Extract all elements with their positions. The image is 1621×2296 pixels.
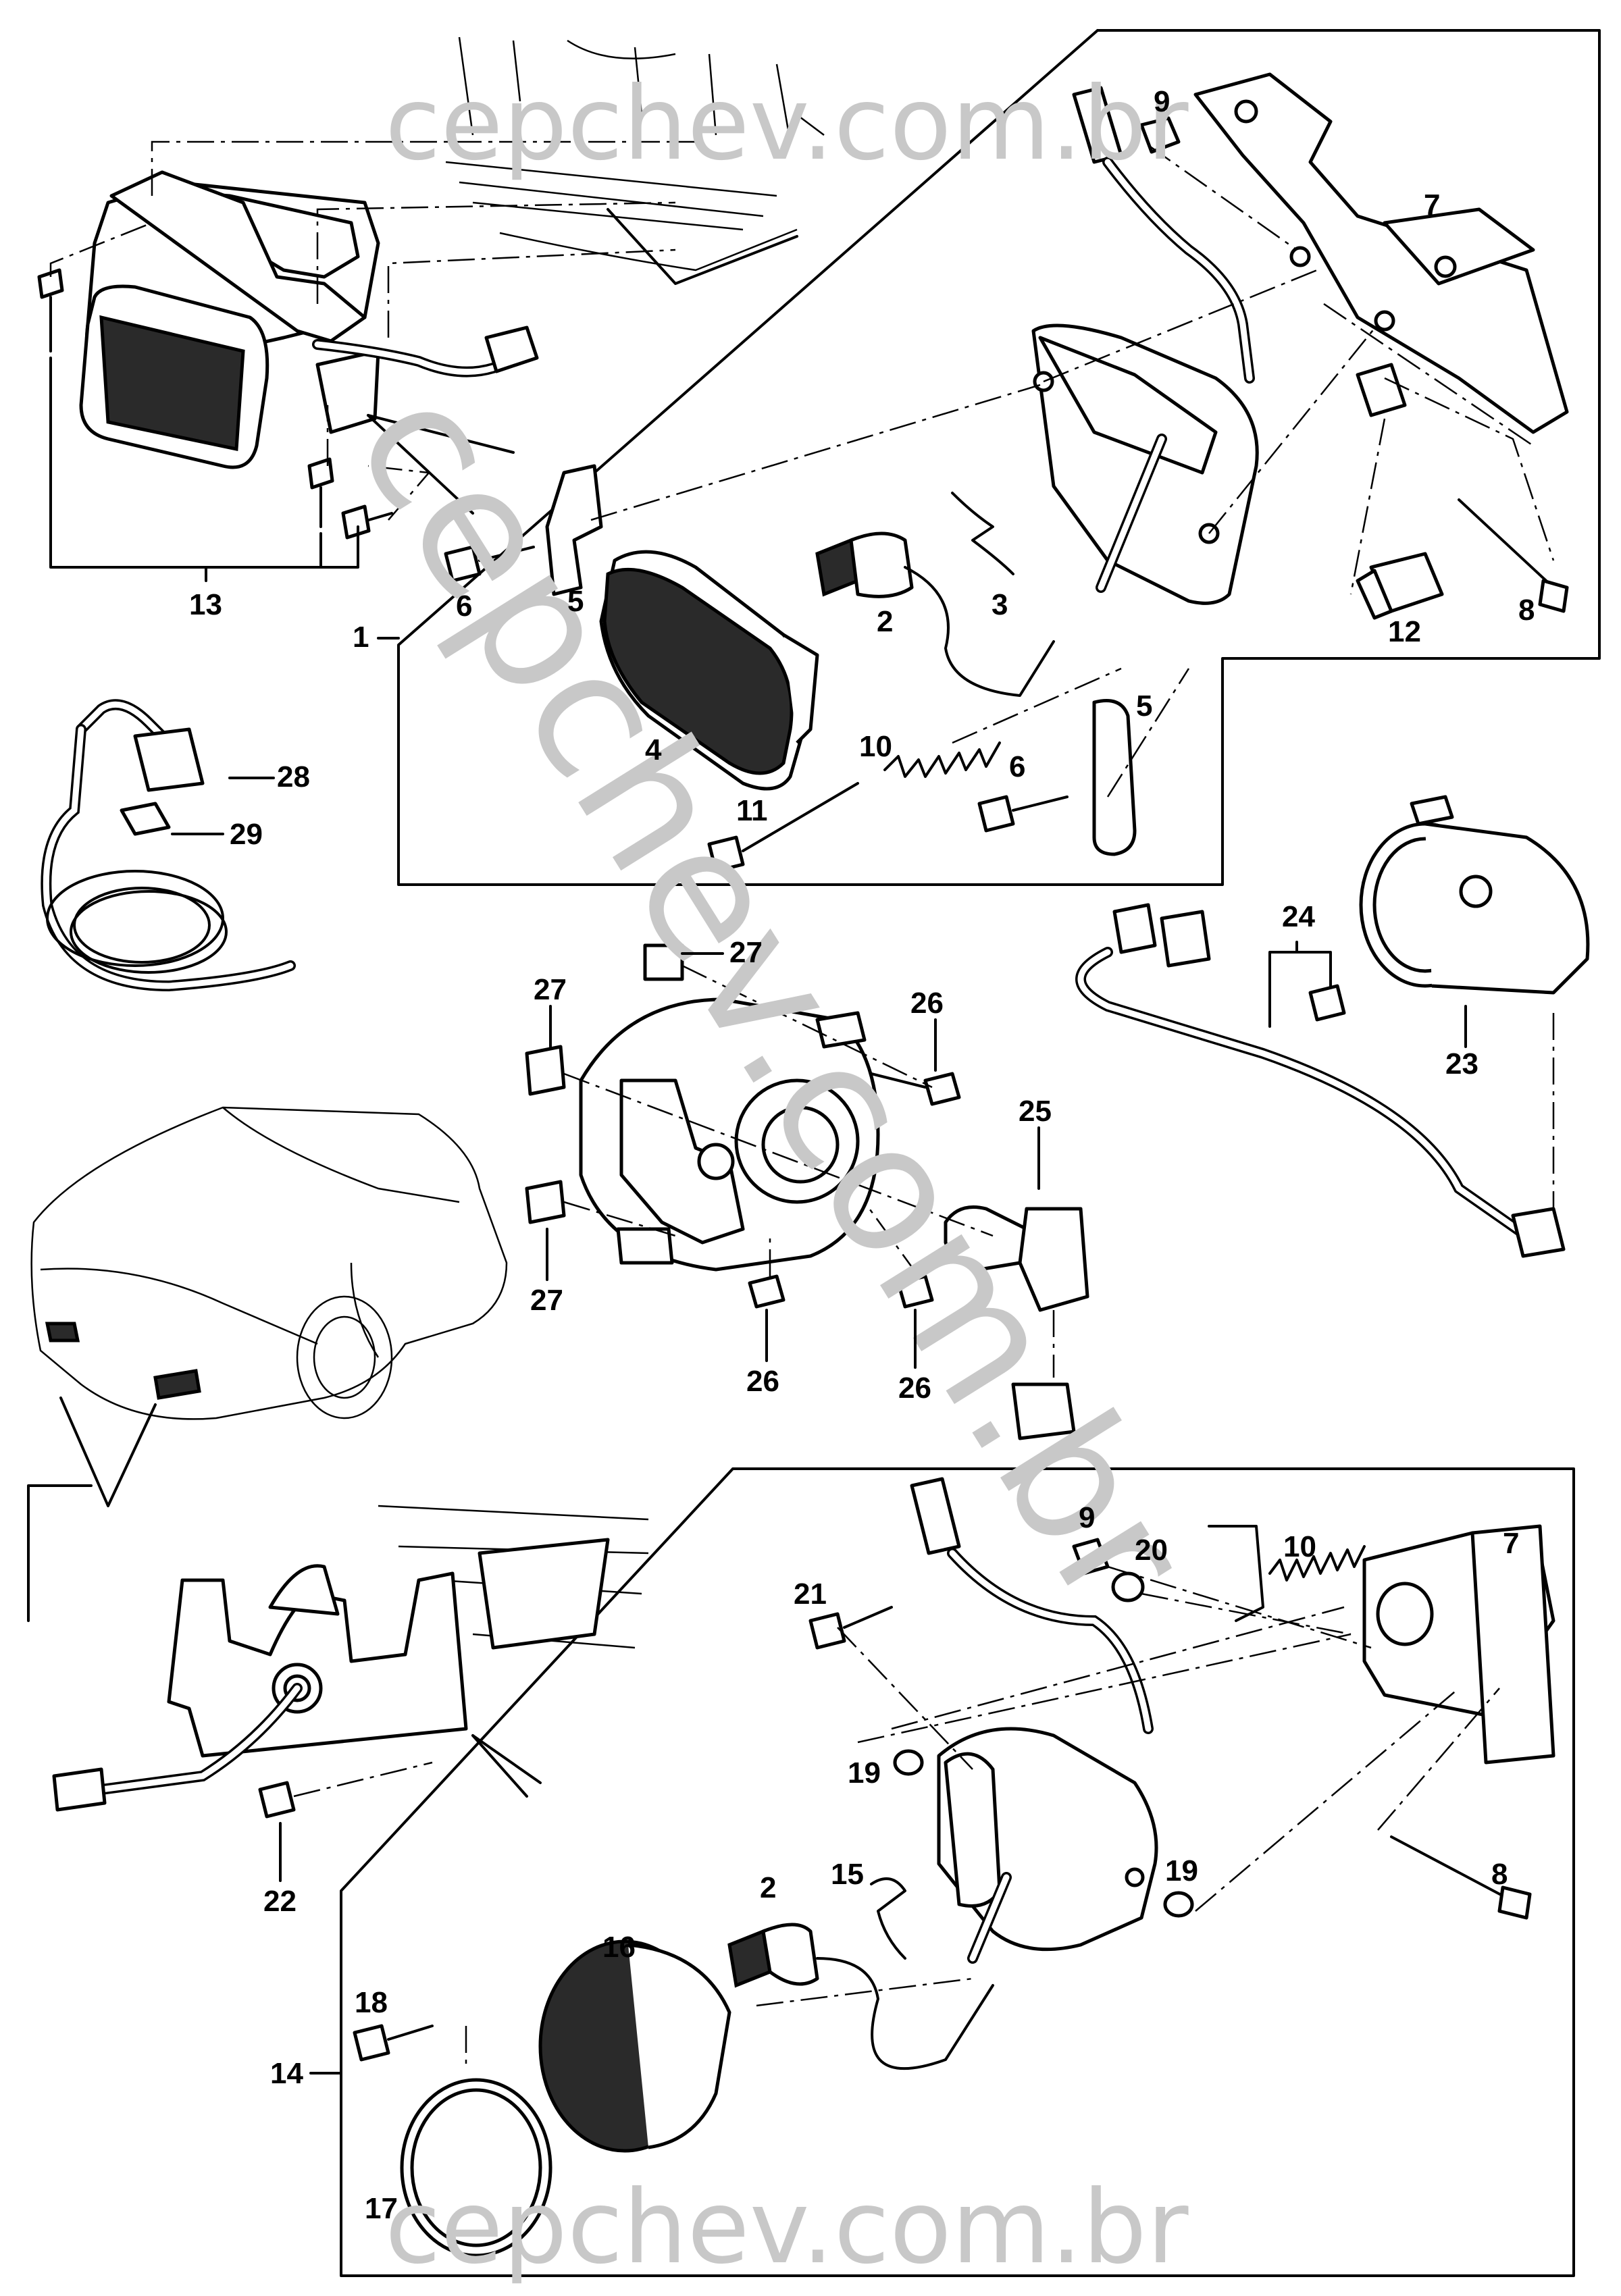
screw-6-left-upper	[444, 545, 535, 583]
lens-4-upper	[599, 550, 819, 791]
harness-28	[41, 699, 296, 992]
callout-2-lower: 2	[760, 1871, 776, 1904]
callout-7-upper: 7	[1424, 188, 1440, 221]
bulb-25	[944, 1205, 1089, 1440]
callout-24: 24	[1282, 900, 1315, 933]
lens-16-lower	[538, 1939, 731, 2153]
spring-10-lower	[1268, 1545, 1366, 1582]
callout-29: 29	[230, 818, 263, 851]
clips-27	[525, 943, 684, 1224]
screw-6-right-upper	[977, 795, 1069, 833]
harness-24	[1075, 903, 1566, 1258]
callout-19-left: 19	[848, 1756, 881, 1790]
callout-20: 20	[1135, 1534, 1168, 1567]
dash-lines-lower-detail	[465, 1565, 1500, 2066]
callout-18: 18	[355, 1986, 388, 2019]
watermark-top: cepchev.com.br	[385, 66, 1189, 183]
bracket-callout-13	[49, 357, 359, 582]
callout-4: 4	[645, 733, 662, 766]
dash-lines-upper-detail	[590, 144, 1555, 798]
grille-sketch-top	[445, 36, 825, 285]
callout-leader-lower	[471, 1734, 542, 1798]
ring-17-lower	[400, 2078, 552, 2258]
callout-19-right: 19	[1165, 1854, 1198, 1887]
callout-27-top: 27	[729, 936, 763, 969]
callout-13: 13	[189, 588, 222, 621]
relay-connector-upper	[1356, 363, 1407, 417]
callout-10-upper: 10	[859, 730, 892, 763]
bolts-left-lamp	[37, 268, 393, 540]
spring-10-upper	[883, 741, 1001, 778]
frame-lower-left-detail	[27, 1484, 93, 1622]
callout-16: 16	[602, 1931, 636, 1964]
clip-3-upper	[951, 492, 1014, 575]
bracket-7-lower	[1208, 1524, 1555, 1765]
callout-9-lower: 9	[1079, 1501, 1095, 1534]
callout-28: 28	[277, 760, 310, 793]
callout-leader-lines-detail	[367, 414, 515, 515]
callout-23: 23	[1445, 1047, 1478, 1080]
callout-9-upper: 9	[1154, 85, 1170, 118]
callout-25: 25	[1019, 1095, 1052, 1128]
frame-upper-detail	[397, 29, 1601, 886]
bulb-2-lower	[727, 1923, 994, 2070]
clip-15-lower	[870, 1877, 906, 1960]
callout-21: 21	[794, 1577, 827, 1611]
mounting-bracket-upper	[1193, 72, 1569, 434]
round-fog-lamp-center	[579, 997, 880, 1272]
callout-8-upper: 8	[1518, 594, 1535, 627]
bulb-2-upper	[815, 531, 1055, 697]
bolt-8-upper	[1458, 498, 1569, 613]
screws-26	[748, 1072, 961, 1309]
callout-6-right: 6	[1009, 750, 1025, 783]
callout-14: 14	[270, 2057, 303, 2090]
callout-6-left: 6	[456, 590, 472, 623]
bumper-mount-lower-left	[52, 1505, 649, 1812]
nut-9-washer-20-lower	[1072, 1538, 1145, 1602]
bracket-callout-24	[1268, 941, 1555, 1209]
nut-9-upper	[1139, 116, 1181, 154]
callout-15: 15	[831, 1858, 864, 1891]
callout-26-right: 26	[910, 987, 944, 1020]
callout-12: 12	[1388, 615, 1421, 648]
adjuster-screw-11-upper	[707, 782, 859, 873]
wire-left-lamp	[312, 325, 539, 377]
watermark-bottom: cepchev.com.br	[385, 2169, 1189, 2287]
callout-5-right: 5	[1136, 689, 1152, 723]
callout-26-bottom-right: 26	[898, 1372, 931, 1405]
callout-3: 3	[992, 588, 1008, 621]
callout-22: 22	[263, 1885, 297, 1918]
screw-18-lower	[353, 2024, 434, 2062]
callout-7-lower: 7	[1503, 1527, 1519, 1560]
callout-26-bottom-left: 26	[746, 1365, 779, 1398]
fog-lamp-housing-upper	[1031, 323, 1259, 605]
callout-27-left: 27	[534, 973, 567, 1006]
screw-21-lower	[808, 1606, 893, 1650]
car-front-sketch	[30, 1106, 508, 1507]
round-fog-lamp-23	[1359, 795, 1590, 995]
relay-12	[1356, 552, 1444, 620]
clip-29	[120, 802, 171, 836]
dash-lines-left-lamp	[49, 140, 696, 521]
screw-22	[258, 1761, 433, 1819]
bolt-8-lower	[1390, 1835, 1532, 1920]
bracket-left-lamp	[109, 170, 380, 434]
washers-19-lower	[893, 1749, 1194, 1918]
retainer-5-right-upper	[1092, 699, 1137, 856]
dash-lines-center	[563, 964, 1055, 1378]
callout-2-upper: 2	[877, 605, 893, 638]
callout-1: 1	[353, 621, 369, 654]
callout-10-lower: 10	[1283, 1530, 1316, 1563]
callout-8-lower: 8	[1491, 1858, 1508, 1891]
callout-27-bottom: 27	[530, 1284, 563, 1317]
fog-lamp-housing-lower	[937, 1727, 1158, 1952]
frame-lower-detail	[340, 1467, 1575, 2277]
retainer-5-left-upper	[545, 464, 603, 596]
connector-harness-upper	[1072, 86, 1255, 593]
callout-11: 11	[736, 794, 768, 827]
callout-5-left: 5	[567, 585, 584, 618]
callout-17: 17	[365, 2192, 398, 2225]
